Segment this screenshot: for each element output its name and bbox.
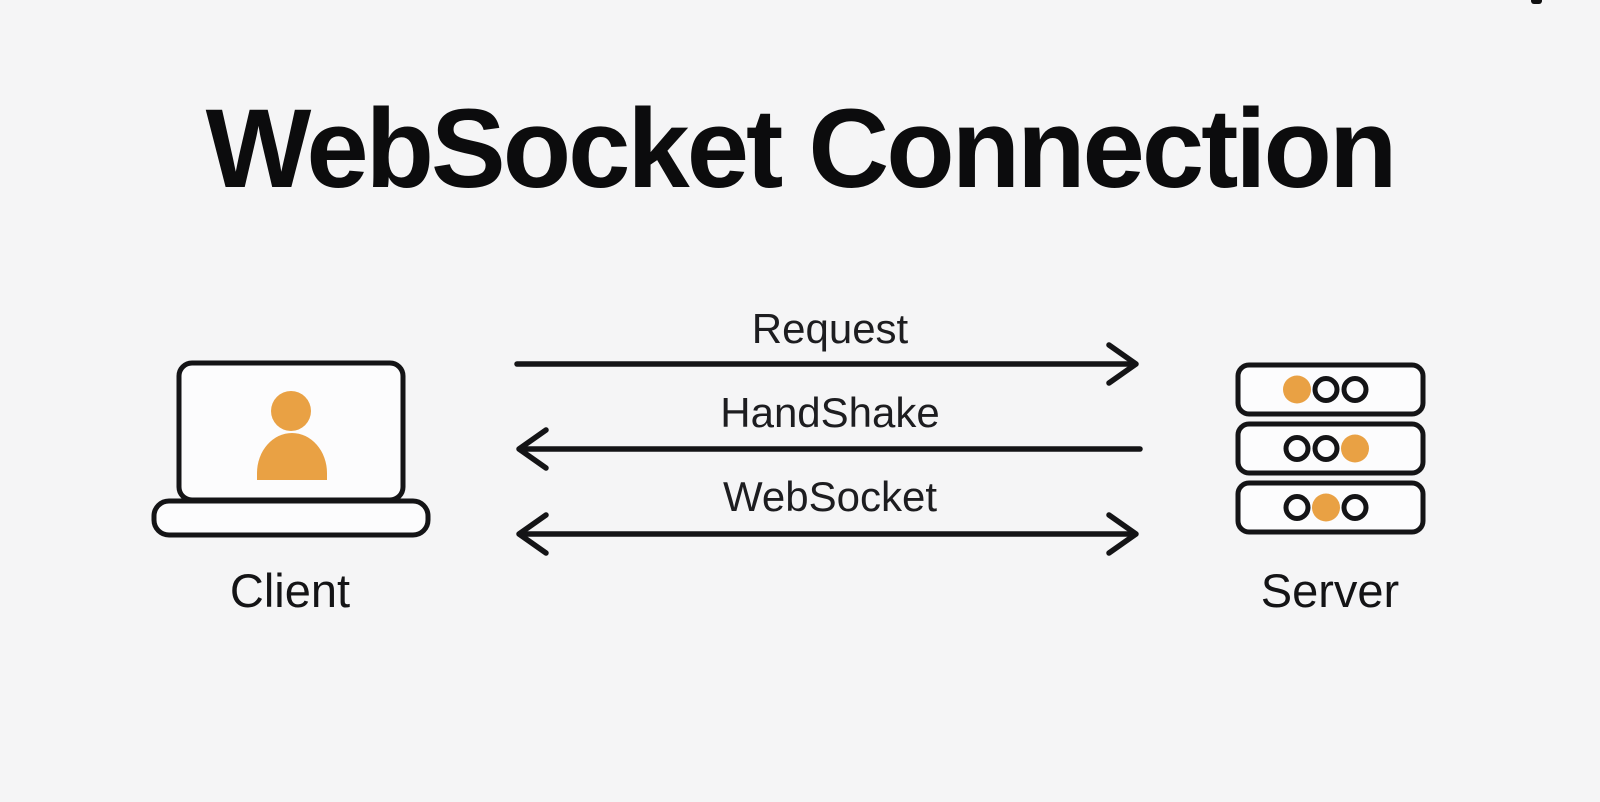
user-icon — [257, 391, 327, 480]
server-stack-icon — [1235, 362, 1426, 535]
websocket-arrow-both-icon — [516, 512, 1139, 556]
message-arrows — [514, 342, 1143, 556]
request-arrow-right-icon — [514, 342, 1139, 386]
server-node: Server — [1230, 358, 1430, 617]
server-unit-1 — [1235, 362, 1426, 417]
laptop-base — [151, 498, 431, 538]
server-unit-2 — [1235, 421, 1426, 476]
websocket-label: WebSocket — [723, 473, 937, 520]
server-label: Server — [1260, 564, 1400, 617]
laptop-icon — [151, 360, 431, 538]
page-title: WebSocket Connection — [205, 86, 1398, 211]
handshake-arrow-left-icon — [516, 427, 1143, 471]
client-node: Client — [140, 352, 440, 617]
top-edge-artifact — [1531, 0, 1542, 4]
server-unit-3 — [1235, 480, 1426, 535]
client-label: Client — [229, 564, 351, 617]
request-label: Request — [751, 305, 909, 352]
handshake-label: HandShake — [720, 389, 940, 436]
